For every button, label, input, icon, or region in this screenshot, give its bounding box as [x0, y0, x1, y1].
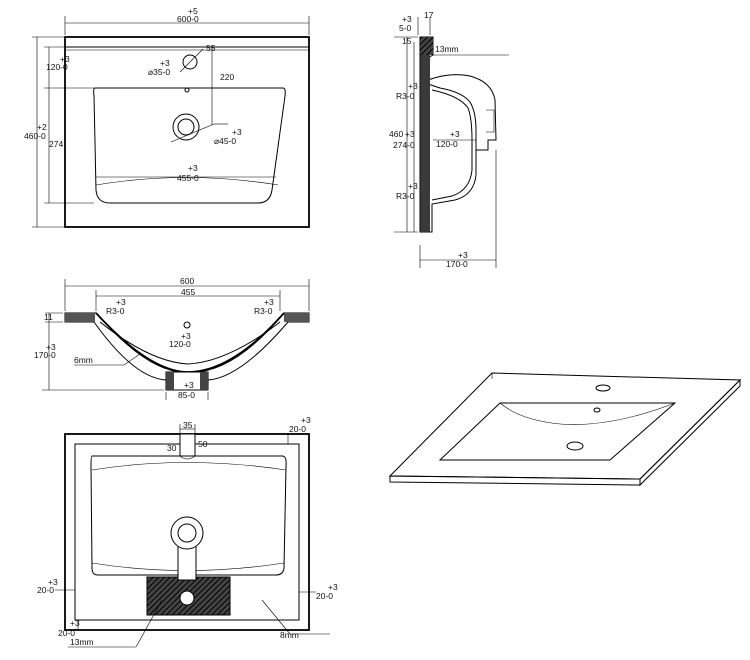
bottom-drain-inner: [177, 523, 197, 543]
tap-offset: 55: [206, 43, 216, 53]
bottom-tap: [179, 433, 196, 457]
side-inner-tol: +3: [405, 129, 415, 139]
bottom-right: 20-0: [316, 591, 333, 601]
front-width: 600: [180, 276, 194, 286]
iso-bowl: [438, 402, 677, 461]
bottom-tap: 35: [183, 420, 193, 430]
bowl-width: 455-0: [177, 173, 199, 183]
front-radius-left-tol: +3: [116, 297, 126, 307]
side-overall: 460: [389, 129, 403, 139]
top-depth: 460-0: [24, 131, 46, 141]
front-wall: 6mm: [74, 355, 93, 365]
bottom-left-tol: +3: [48, 577, 58, 587]
top-depth-tol: +2: [37, 122, 47, 132]
bottom-view: 35 30 50 +3 20-0 +3 20-0 +3 20-0 +3 20-0…: [37, 415, 338, 648]
side-height-tol: +3: [458, 250, 468, 260]
front-lip-left: [65, 313, 95, 322]
tap-hole-size: ⌀35-0: [148, 67, 170, 77]
top-bowl: [93, 87, 286, 204]
side-radius-top: R3-0: [396, 91, 415, 101]
side-drain-off: 120-0: [436, 139, 458, 149]
side-section-outer: [419, 36, 497, 233]
iso-drain: [566, 441, 584, 451]
front-height-tol: +3: [46, 342, 56, 352]
front-drain-tol: +3: [181, 331, 191, 341]
front-lip: 11: [44, 312, 53, 322]
iso-right-edge: [639, 378, 741, 487]
side-inner: 274-0: [393, 140, 415, 150]
side-height: 170-0: [446, 259, 468, 269]
drain-inner: [177, 118, 195, 136]
front-lip-right: [284, 313, 309, 322]
top-width: 600-0: [177, 14, 199, 24]
top-bowl-depth: 274: [49, 139, 63, 149]
bottom-right-tol: +3: [328, 582, 338, 592]
bottom-bowl: [90, 455, 287, 576]
isometric-view: [388, 372, 742, 487]
side-top: 5-0: [399, 23, 412, 33]
bottom-bottom: 20-0: [58, 628, 75, 638]
front-height: 170-0: [34, 350, 56, 360]
side-radius-top-tol: +3: [408, 81, 418, 91]
bottom-tap-right: 50: [198, 439, 208, 449]
side-drain-off-tol: +3: [450, 129, 460, 139]
side-top-tol: +3: [402, 14, 412, 24]
bottom-bottom-tol: +3: [70, 618, 80, 628]
front-radius-right-tol: +3: [264, 297, 274, 307]
side-rim-fill: [420, 37, 430, 232]
bottom-callout-right: 8mm: [280, 630, 299, 640]
side-rim: 17: [424, 10, 434, 20]
drain-pos: 220: [220, 72, 234, 82]
front-outlet-size: 85-0: [178, 390, 195, 400]
front-radius-right: R3-0: [254, 306, 273, 316]
side-radius-bottom-tol: +3: [408, 181, 418, 191]
bottom-left: 20-0: [37, 585, 54, 595]
side-wall: 13mm: [435, 44, 459, 54]
bottom-callout-left: 13mm: [70, 637, 94, 647]
tap-hole-tol: +3: [160, 58, 170, 68]
front-bowl-width: 455: [181, 287, 195, 297]
bottom-tap-left: 30: [167, 443, 177, 453]
iso-overflow: [593, 407, 601, 413]
front-radius-left: R3-0: [106, 306, 125, 316]
front-drain: 120-0: [169, 339, 191, 349]
top-back: 120-0: [46, 62, 68, 72]
drain-hole-size: ⌀45-0: [214, 136, 236, 146]
iso-tap-hole: [595, 384, 611, 392]
side-lip: 15: [402, 36, 412, 46]
bottom-corner-tr: 20-0: [289, 424, 306, 434]
drain-outer: [172, 113, 200, 141]
top-width-tol: +5: [188, 6, 198, 16]
bottom-corner-tr-tol: +3: [301, 415, 311, 425]
iso-front-edge: [389, 475, 641, 486]
drain-hole-tol: +3: [232, 127, 242, 137]
top-outline: [64, 36, 310, 228]
bowl-width-tol: +3: [188, 163, 198, 173]
side-radius-bottom: R3-0: [396, 191, 415, 201]
top-back-tol: +3: [60, 54, 70, 64]
front-outlet-tol: +3: [184, 380, 194, 390]
tap-hole: [182, 54, 198, 70]
front-view: 600 455 +3 R3-0 +3 R3-0 11 +3 170-0 +3 1…: [34, 276, 310, 400]
side-view: +3 5-0 17 15 13mm +3 R3-0 460 +3 274-0 +…: [389, 10, 509, 269]
top-view: +5 600-0 +3 120-0 +2 460-0 274 55 +3 ⌀35…: [24, 6, 310, 228]
iso-top-surface: [388, 372, 742, 480]
